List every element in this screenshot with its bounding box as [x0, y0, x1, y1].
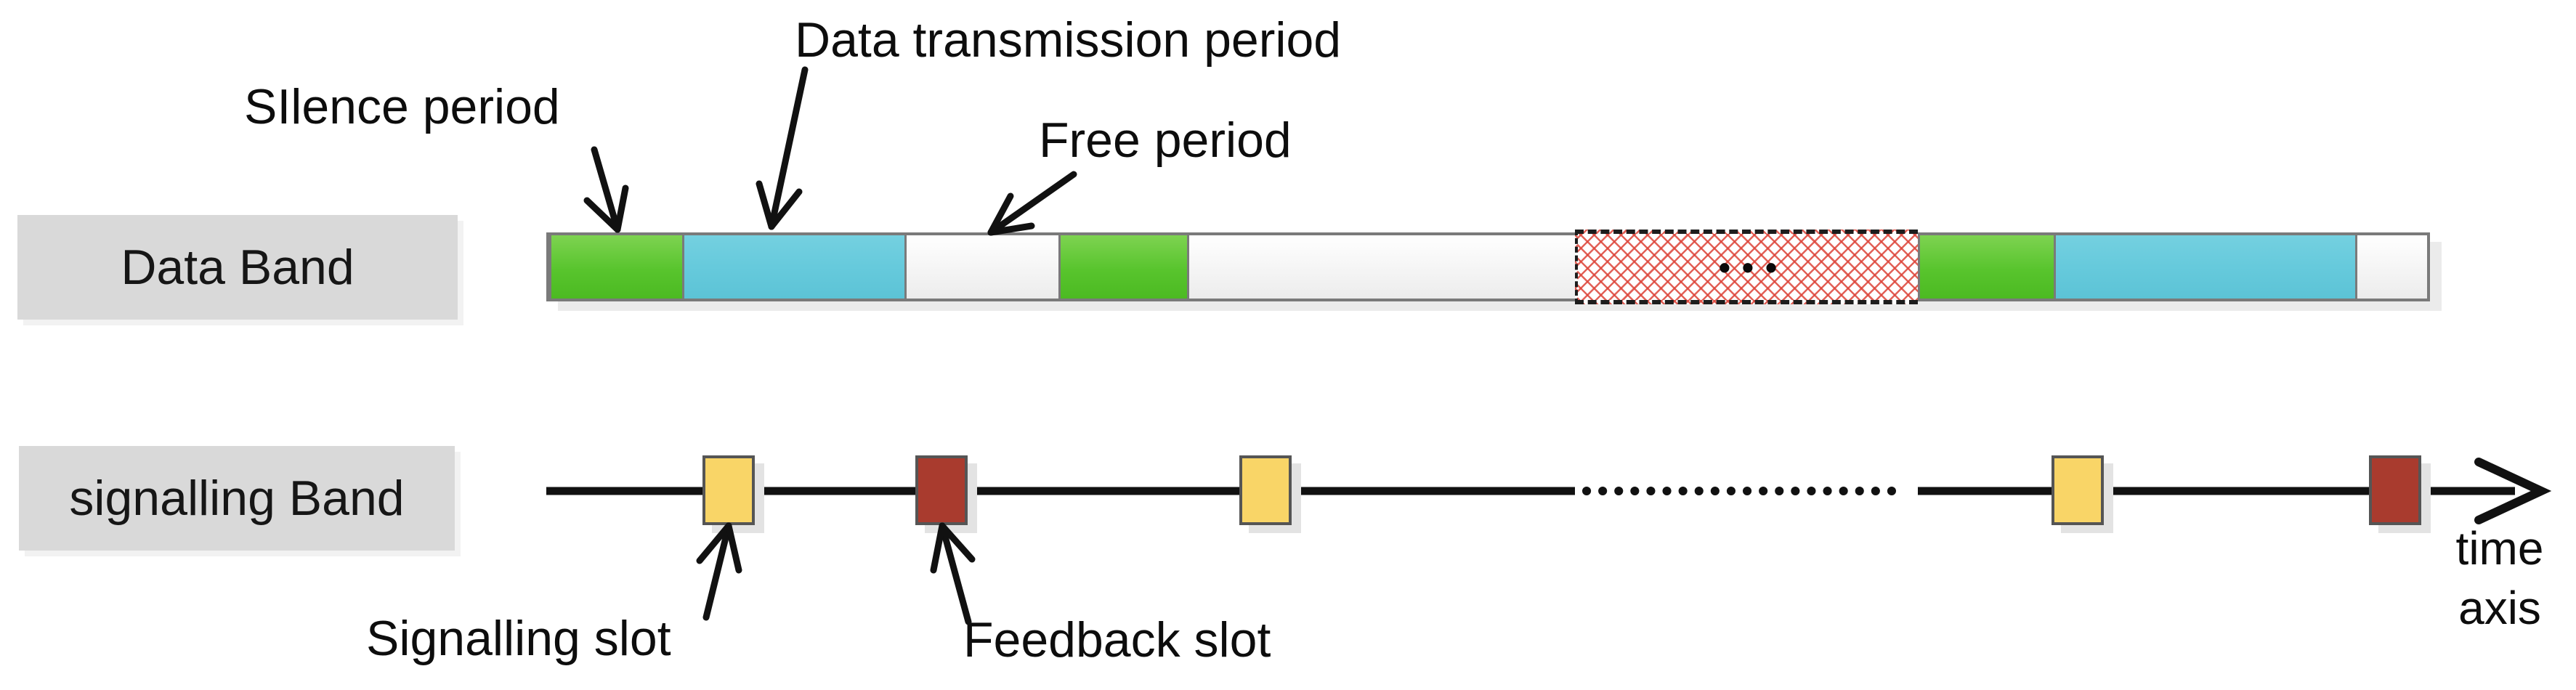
time-axis-label: time axis — [2431, 519, 2569, 638]
silence-period-label: SIlence period — [244, 79, 560, 134]
signalling-slot — [2052, 455, 2104, 525]
data-band-bar: ••• — [546, 230, 2430, 304]
data-band-segment-free — [1189, 235, 1575, 299]
data-band-label: Data Band — [121, 240, 355, 295]
data-transmission-period-label: Data transmission period — [795, 12, 1342, 68]
signalling-band-label-box: signalling Band — [19, 446, 455, 551]
repeat-ellipsis: ••• — [1718, 248, 1789, 286]
data-band-segment-data — [2056, 235, 2357, 299]
data-band-segment-free — [2357, 235, 2427, 299]
time-axis-word-axis: axis — [2458, 582, 2541, 634]
data-band-segment-data — [684, 235, 907, 299]
data-band-label-box: Data Band — [17, 215, 458, 320]
data-band-segment-silence — [1918, 235, 2056, 299]
data-transmission-arrow — [756, 66, 809, 230]
signalling-band-label: signalling Band — [69, 471, 405, 526]
feedback-slot-label: Feedback slot — [963, 612, 1271, 667]
feedback-slot — [2369, 455, 2421, 525]
signalling-slot — [702, 455, 755, 525]
feedback-slot — [915, 455, 968, 525]
signalling-slot — [1239, 455, 1292, 525]
silence-period-arrow — [583, 146, 629, 233]
time-axis-arrowhead-icon — [2474, 458, 2552, 524]
feedback-slot-arrow — [930, 522, 976, 625]
data-band-segment-repeat: ••• — [1575, 230, 1918, 304]
free-period-arrow — [987, 171, 1077, 236]
data-band-segment-free — [907, 235, 1058, 299]
data-band-segment-silence — [1058, 235, 1189, 299]
data-band-segment-silence — [549, 235, 684, 299]
time-axis-word-time: time — [2455, 522, 2544, 575]
signalling-slot-label: Signalling slot — [366, 611, 671, 666]
signalling-slot-arrow — [696, 522, 742, 621]
free-period-label: Free period — [1039, 113, 1292, 168]
